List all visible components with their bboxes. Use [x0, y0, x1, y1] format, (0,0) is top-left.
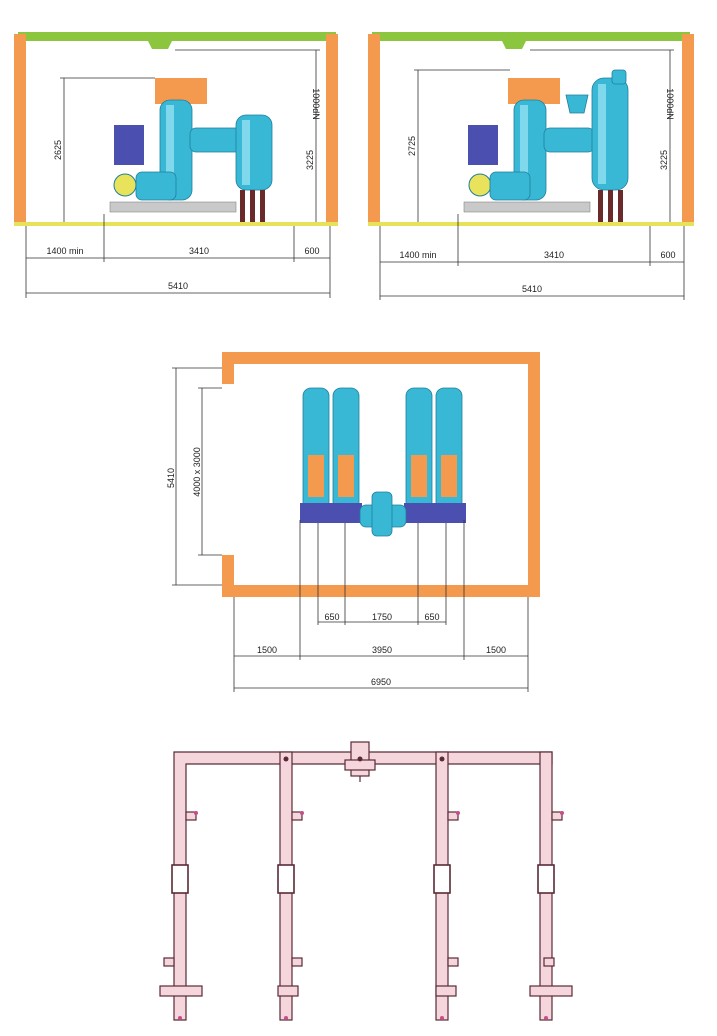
- floor-left: [14, 222, 338, 226]
- dim-height-3225-right: 3225: [659, 150, 669, 170]
- dim-total-5410: 5410: [168, 281, 188, 291]
- ceiling-beam-left: [18, 32, 336, 41]
- wall-left-a: [14, 34, 26, 224]
- load-1000dn: 1000dN: [311, 88, 321, 120]
- dim-side-1500-a: 1500: [257, 645, 277, 655]
- dim-opening-4000x3000: 4000 x 3000: [192, 447, 202, 497]
- dim-bay-650-b: 650: [424, 612, 439, 622]
- dim-gap-600: 600: [304, 246, 319, 256]
- elevation-view-left: 2625 3225 1000dN 1400 min 3410 600 5410: [14, 32, 338, 298]
- dim-height-2725: 2725: [407, 136, 417, 156]
- dim-total-5410-right: 5410: [522, 284, 542, 294]
- dim-clearance-1400: 1400 min: [46, 246, 83, 256]
- dim-bay-650-a: 650: [324, 612, 339, 622]
- gis-bay-left: [109, 78, 273, 222]
- dim-height-2625: 2625: [53, 140, 63, 160]
- crane-hook-left: [148, 41, 172, 49]
- plan-view: 5410 4000 x 3000 650 1750 650 1500 3950 …: [166, 352, 540, 692]
- gis-bays-plan: [300, 387, 466, 537]
- dim-bay-1750: 1750: [372, 612, 392, 622]
- elevation-view-right: 2725 3225 1000dN 1400 min 3410 600 5410: [368, 32, 694, 300]
- dim-gap-600-right: 600: [660, 250, 675, 260]
- dim-clearance-1400-right: 1400 min: [399, 250, 436, 260]
- gis-bay-right: [463, 69, 629, 222]
- dim-height-3225: 3225: [305, 150, 315, 170]
- load-1000dn-right: 1000dN: [665, 88, 675, 120]
- single-line-layout: [159, 741, 573, 1021]
- dim-width-3410-right: 3410: [544, 250, 564, 260]
- dim-total-6950: 6950: [371, 677, 391, 687]
- dim-span-3950: 3950: [372, 645, 392, 655]
- dim-width-3410: 3410: [189, 246, 209, 256]
- dim-depth-5410: 5410: [166, 468, 176, 488]
- wall-right-a: [326, 34, 338, 224]
- dim-side-1500-b: 1500: [486, 645, 506, 655]
